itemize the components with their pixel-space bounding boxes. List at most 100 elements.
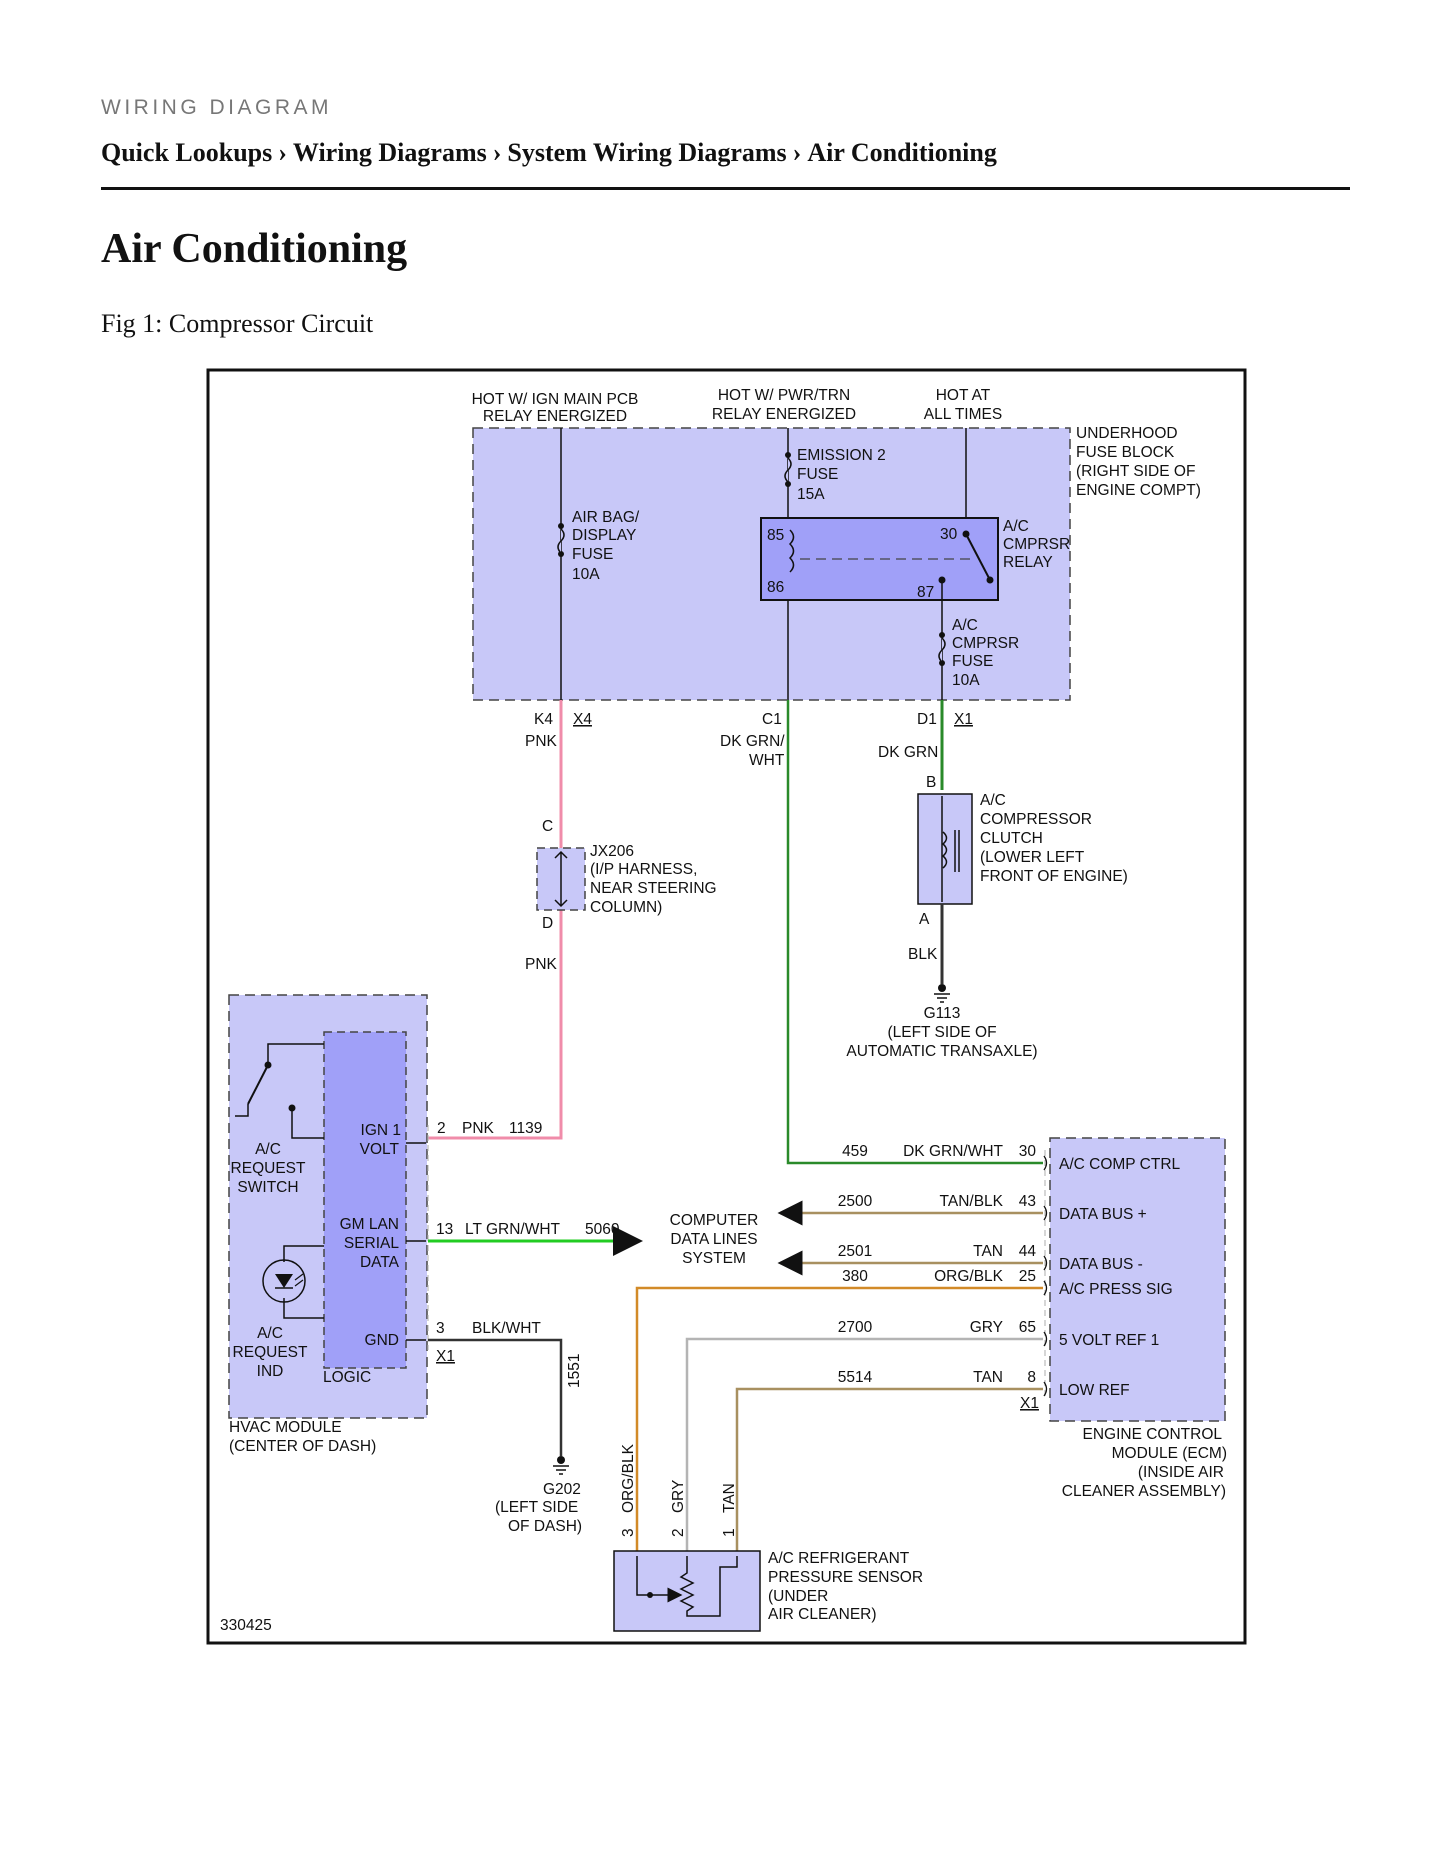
cmprsr-fuse-label: A/C (952, 617, 978, 634)
relay-label: RELAY (1003, 554, 1053, 571)
sensor-wire-label: GRY (670, 1480, 687, 1513)
relay-label: CMPRSR (1003, 536, 1070, 553)
sensor-wire-label: ORG/BLK (620, 1443, 637, 1513)
g113-label: (LEFT SIDE OF (887, 1024, 996, 1041)
clutch-label: COMPRESSOR (980, 811, 1092, 828)
pin-label: 1 (721, 1528, 738, 1537)
emission-fuse-label: FUSE (797, 466, 838, 483)
wire-color-label: GRY (970, 1319, 1003, 1336)
pin-label: 2 (670, 1528, 687, 1537)
g113-label: AUTOMATIC TRANSAXLE) (846, 1043, 1037, 1060)
jx206-label: NEAR STEERING (590, 880, 717, 897)
airbag-fuse-label: 10A (572, 566, 600, 583)
ecm-label: CLEANER ASSEMBLY) (1062, 1483, 1226, 1500)
circuit-number: 1139 (509, 1120, 542, 1137)
pin-label: A (919, 911, 930, 928)
fuse-icon (938, 632, 946, 666)
power-label-hot: ALL TIMES (924, 406, 1002, 423)
terminal-label: VOLT (360, 1141, 400, 1158)
pin-label: 3 (620, 1528, 637, 1537)
emission-fuse-label: 15A (797, 486, 825, 503)
circuit-number: 459 (842, 1143, 868, 1160)
request-ind-label: IND (257, 1363, 284, 1380)
pin-label: D (542, 915, 553, 932)
clutch-label: FRONT OF ENGINE) (980, 868, 1128, 885)
airbag-fuse-label: AIR BAG/ (572, 509, 640, 526)
diagram-frame (206, 368, 1247, 1645)
ecm-terminal-name: LOW REF (1059, 1382, 1130, 1399)
sensor-label: (UNDER (768, 1588, 828, 1605)
ground-icon (934, 984, 950, 1003)
pin-label: 3 (436, 1320, 445, 1337)
wire-tan (735, 1387, 1043, 1552)
jx206-label: (I/P HARNESS, (590, 861, 697, 878)
logic-label: LOGIC (323, 1369, 371, 1386)
sensor-label: A/C REFRIGERANT (768, 1550, 910, 1567)
ecm-terminal-name: A/C COMP CTRL (1059, 1156, 1181, 1173)
wire-color-label: TAN (973, 1243, 1003, 1260)
ecm-terminal-name: 5 VOLT REF 1 (1059, 1332, 1159, 1349)
page-title: Air Conditioning (101, 226, 408, 272)
wire-color-label: DK GRN (878, 744, 938, 761)
wire-color-label: DK GRN/ (720, 733, 785, 750)
wire-color-label: BLK (908, 946, 938, 963)
ground-icon (553, 1456, 569, 1475)
terminal-label: GND (365, 1332, 399, 1349)
wire-color-label: TAN (973, 1369, 1003, 1386)
g202-label: OF DASH) (508, 1518, 582, 1535)
pin-label: 30 (1019, 1143, 1037, 1160)
breadcrumb-quick-lookups[interactable]: Quick Lookups (101, 138, 273, 167)
power-label-ign: RELAY ENERGIZED (483, 408, 627, 425)
wire-org-blk (635, 1286, 1043, 1552)
terminal-label: SERIAL (344, 1235, 400, 1252)
ac-request-switch-icon (235, 1043, 324, 1139)
relay-pin-label: 30 (940, 526, 958, 543)
relay-switch-icon (965, 533, 991, 581)
circuit-number: 5514 (838, 1369, 873, 1386)
airbag-fuse-label: FUSE (572, 546, 613, 563)
wire-color-label: TAN/BLK (940, 1193, 1004, 1210)
wire-color-label: ORG/BLK (934, 1268, 1004, 1285)
circuit-number: 2501 (838, 1243, 872, 1260)
fuse-block-label: ENGINE COMPT) (1076, 482, 1201, 499)
relay-pin-label: 86 (767, 579, 784, 596)
pin-label: C1 (762, 711, 782, 728)
power-label-pwrtrn: HOT W/ PWR/TRN (718, 387, 850, 404)
wire-color-label: PNK (462, 1120, 495, 1137)
wire-color-label: LT GRN/WHT (465, 1221, 561, 1238)
connector-label: X1 (954, 711, 973, 728)
circuit-number: 1551 (566, 1354, 583, 1388)
circuit-number: 380 (842, 1268, 868, 1285)
ac-request-led-icon (262, 1245, 324, 1319)
section-kicker: WIRING DIAGRAM (101, 96, 332, 119)
fuse-block-label: UNDERHOOD (1076, 425, 1178, 442)
figure-id: 330425 (220, 1617, 272, 1634)
ecm-label: (INSIDE AIR (1138, 1464, 1224, 1481)
jx206-label: JX206 (590, 843, 634, 860)
request-switch-label: A/C (255, 1141, 281, 1158)
breadcrumb-wiring-diagrams[interactable]: Wiring Diagrams (292, 138, 487, 167)
terminal-icon (1043, 1155, 1048, 1171)
relay-label: A/C (1003, 518, 1029, 535)
breadcrumb-system-wiring-diagrams[interactable]: System Wiring Diagrams (507, 138, 787, 167)
pin-label: D1 (917, 711, 937, 728)
connector-label: X1 (1020, 1395, 1039, 1412)
pin-label: 2 (437, 1120, 446, 1137)
relay-pin-label: 85 (767, 527, 784, 544)
power-label-hot: HOT AT (936, 387, 991, 404)
fuse-icon (784, 452, 792, 487)
terminal-icon (1043, 1255, 1048, 1271)
pin-label: B (926, 774, 936, 791)
wire-color-label: BLK/WHT (472, 1320, 541, 1337)
circuit-number: 2500 (838, 1193, 873, 1210)
wire-pnk (428, 910, 563, 1140)
sensor-label: PRESSURE SENSOR (768, 1569, 923, 1586)
terminal-icon (1043, 1331, 1048, 1347)
airbag-fuse-label: DISPLAY (572, 527, 636, 544)
computer-data-lines-label: DATA LINES (670, 1231, 757, 1248)
power-label-pwrtrn: RELAY ENERGIZED (712, 406, 856, 423)
ecm-label: MODULE (ECM) (1112, 1445, 1227, 1462)
g113-label: G113 (924, 1005, 961, 1022)
